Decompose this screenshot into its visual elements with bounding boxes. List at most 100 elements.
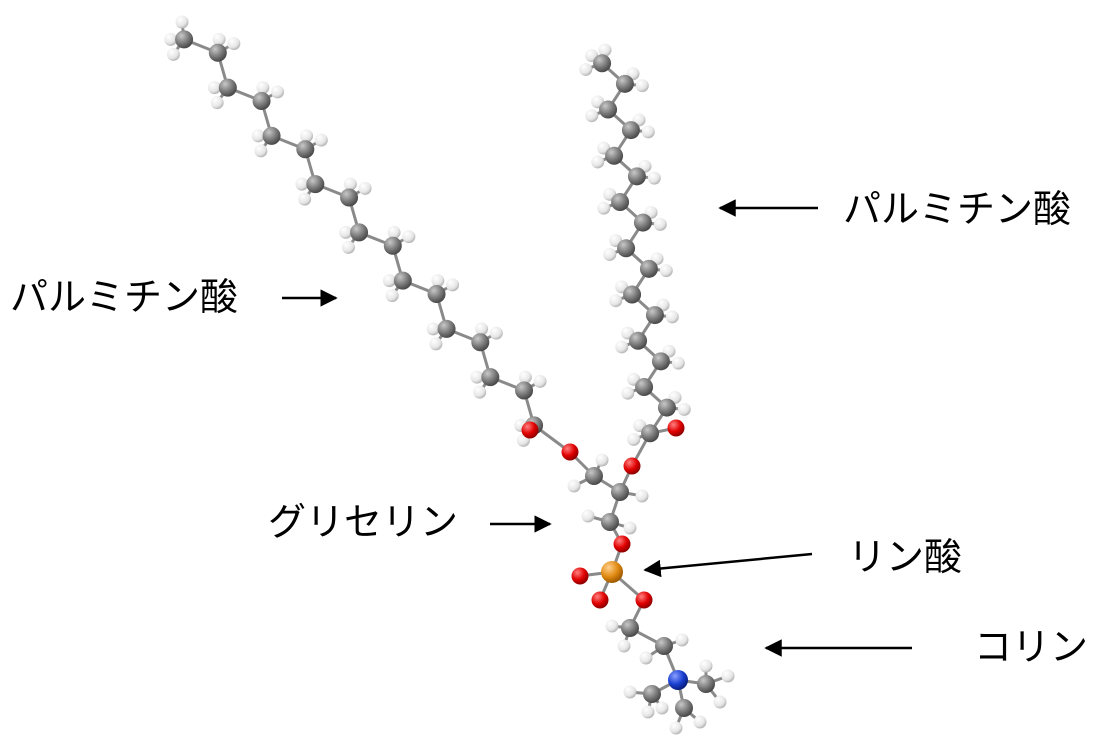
hydrogen-atom (212, 32, 226, 46)
hydrogen-atom (641, 705, 655, 719)
hydrogen-atom (175, 15, 189, 29)
hydrogen-atom (300, 129, 314, 143)
carbon-atom (651, 352, 670, 371)
hydrogen-atom (609, 294, 623, 308)
oxygen-atom (571, 567, 589, 585)
hydrogen-atom (446, 278, 460, 292)
hydrogen-atom (166, 47, 180, 61)
carbon-atom (296, 140, 315, 159)
hydrogen-atom (210, 96, 224, 110)
carbon-atom (611, 193, 630, 212)
oxygen-atom (623, 457, 641, 475)
oxygen-atom (667, 419, 685, 437)
oxygen-atom (613, 535, 631, 553)
hydrogen-atom (567, 479, 581, 493)
hydrogen-atom (641, 125, 655, 139)
hydrogen-atom (665, 310, 679, 324)
hydrogen-atom (598, 43, 612, 57)
carbon-atom (643, 685, 661, 703)
hydrogen-atom (298, 192, 312, 206)
carbon-atom (617, 239, 636, 258)
label-palmitic-acid-left: パルミチン酸 (10, 275, 239, 319)
hydrogen-atom (699, 659, 713, 673)
nitrogen-atom (668, 670, 688, 690)
hydrogen-atom (671, 356, 685, 370)
hydrogen-atom (693, 715, 707, 729)
oxygen-atom (591, 591, 609, 609)
oxygen-atom (561, 443, 579, 461)
hydrogen-atom (579, 62, 593, 76)
hydrogen-atom (475, 322, 489, 336)
label-glycerin: グリセリン (268, 500, 459, 544)
phosphorus-atom (601, 561, 623, 583)
carbon-atom (601, 513, 619, 531)
carbon-atom (655, 637, 673, 655)
carbon-atom (615, 74, 634, 93)
hydrogen-atom (621, 386, 635, 400)
hydrogen-atom (402, 230, 416, 244)
carbon-atom (437, 319, 456, 338)
hydrogen-atom (647, 171, 661, 185)
hydrogen-atom (431, 274, 445, 288)
hydrogen-atom (675, 633, 689, 647)
hydrogen-atom (603, 247, 617, 261)
hydrogen-atom (659, 264, 673, 278)
hydrogen-atom (254, 144, 268, 158)
hydrogen-atom (585, 109, 599, 123)
oxygen-atom (635, 591, 653, 609)
hydrogen-atom (227, 37, 241, 51)
carbon-atom (593, 54, 612, 73)
hydrogen-atom (721, 669, 735, 683)
carbon-atom (175, 30, 194, 49)
arrows (282, 199, 912, 657)
carbon-atom (383, 236, 402, 255)
carbon-atom (657, 398, 676, 417)
label-phosphoric-acid: リン酸 (848, 535, 963, 579)
carbon-atom (697, 675, 715, 693)
hydrogen-atom (591, 155, 605, 169)
oxygen-atom (521, 421, 539, 439)
atoms (164, 15, 735, 735)
carbon-atom (218, 78, 237, 97)
hydrogen-atom (623, 685, 637, 699)
carbon-atom (585, 467, 603, 485)
hydrogen-atom (251, 129, 265, 143)
carbon-atom (621, 619, 639, 637)
carbon-atom (605, 146, 624, 165)
hydrogen-atom (617, 639, 631, 653)
carbon-atom (208, 43, 227, 62)
carbon-atom (393, 271, 412, 290)
hydrogen-atom (533, 374, 547, 388)
hydrogen-atom (341, 240, 355, 254)
hydrogen-atom (615, 340, 629, 354)
hydrogen-atom (385, 289, 399, 303)
hydrogen-atom (627, 432, 641, 446)
hydrogen-atom (382, 274, 396, 288)
hydrogen-atom (470, 370, 484, 384)
carbon-atom (252, 92, 271, 111)
carbon-atom (675, 699, 693, 717)
hydrogen-atom (518, 370, 532, 384)
hydrogen-atom (635, 79, 649, 93)
carbon-atom (633, 213, 652, 232)
hydrogen-atom (635, 489, 649, 503)
carbon-atom (599, 100, 618, 119)
carbon-atom (611, 483, 629, 501)
carbon-atom (639, 259, 658, 278)
carbon-atom (471, 333, 490, 352)
label-choline: コリン (974, 625, 1089, 669)
hydrogen-atom (429, 337, 443, 351)
hydrogen-atom (489, 326, 503, 340)
carbon-atom (340, 188, 359, 207)
hydrogen-atom (387, 225, 401, 239)
carbon-atom (481, 368, 500, 387)
arrow-phosphate (643, 552, 813, 578)
carbon-atom (645, 306, 664, 325)
hydrogen-atom (623, 521, 637, 535)
hydrogen-atom (581, 509, 595, 523)
carbon-atom (427, 285, 446, 304)
hydrogen-atom (164, 32, 178, 46)
carbon-atom (515, 381, 534, 400)
hydrogen-atom (426, 322, 440, 336)
